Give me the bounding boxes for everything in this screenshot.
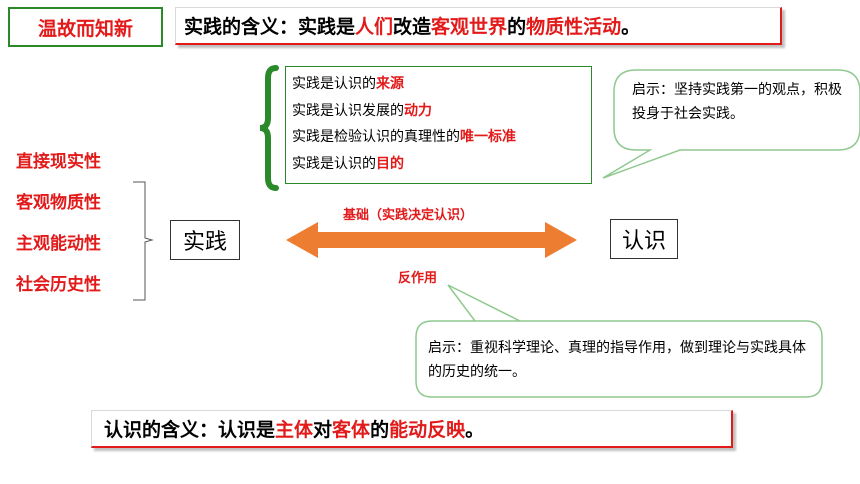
property-item: 客观物质性 (16, 193, 101, 213)
callout-top-text: 启示：坚持实践第一的观点，积极投身于社会实践。 (632, 82, 842, 122)
practice-node: 实践 (170, 220, 240, 260)
cognition-def-part: 认识的含义：认识是 (104, 419, 276, 441)
role-item: 实践是认识发展的动力 (292, 101, 591, 128)
reaction-label: 反作用 (398, 271, 438, 286)
practice-def-highlight: 物质性活动 (526, 16, 622, 38)
cognition-def-highlight: 能动反映 (389, 419, 466, 441)
callout-top-bubble (602, 69, 860, 179)
property-item: 社会历史性 (16, 275, 101, 295)
review-tag: 温故而知新 (8, 7, 163, 47)
practice-def-highlight: 人们 (355, 16, 394, 38)
callout-bottom-text: 启示：重视科学理论、真理的指导作用，做到理论与实践具体的历史的统一。 (428, 340, 806, 380)
cognition-def-highlight: 主体 (275, 419, 314, 441)
callout-bottom-bubble (415, 284, 823, 398)
practice-definition: 实践的含义：实践是人们改造客观世界的物质性活动。 (175, 7, 782, 45)
role-prefix: 实践是认识的 (292, 76, 376, 92)
cognition-def-part: 。 (465, 419, 485, 441)
role-item: 实践是认识的来源 (292, 74, 591, 101)
role-highlight: 唯一标准 (460, 129, 516, 145)
role-item: 实践是认识的目的 (292, 154, 591, 181)
double-arrow (286, 222, 577, 258)
properties-brace (133, 181, 154, 301)
role-prefix: 实践是认识的 (292, 155, 376, 172)
role-highlight: 目的 (376, 155, 404, 172)
cognition-def-highlight: 客体 (332, 419, 371, 441)
practice-node-label: 实践 (182, 230, 227, 255)
cognition-node: 认识 (610, 219, 678, 259)
role-highlight: 动力 (404, 102, 432, 119)
practice-def-part: 的 (507, 16, 527, 38)
role-highlight: 来源 (376, 76, 404, 92)
green-brace (259, 65, 279, 191)
property-item: 主观能动性 (16, 234, 101, 254)
practice-properties: 直接现实性 客观物质性 主观能动性 社会历史性 (16, 150, 146, 314)
practice-roles-box: 实践是认识的来源 实践是认识发展的动力 实践是检验认识的真理性的唯一标准 实践是… (285, 66, 592, 184)
base-label: 基础（实践决定认识） (343, 208, 474, 223)
cognition-def-part: 的 (370, 419, 390, 441)
practice-def-part: 。 (621, 16, 641, 38)
cognition-definition: 认识的含义：认识是主体对客体的能动反映。 (91, 410, 733, 448)
practice-def-part: 改造 (393, 16, 432, 38)
property-item: 直接现实性 (16, 152, 101, 172)
role-prefix: 实践是认识发展的 (292, 102, 404, 119)
review-tag-label: 温故而知新 (37, 17, 133, 40)
practice-def-part: 实践的含义：实践是 (184, 16, 356, 38)
practice-def-highlight: 客观世界 (431, 16, 508, 38)
role-item: 实践是检验认识的真理性的唯一标准 (292, 127, 591, 154)
role-prefix: 实践是检验认识的真理性的 (292, 129, 460, 145)
cognition-def-part: 对 (313, 419, 333, 441)
cognition-node-label: 认识 (621, 229, 666, 254)
